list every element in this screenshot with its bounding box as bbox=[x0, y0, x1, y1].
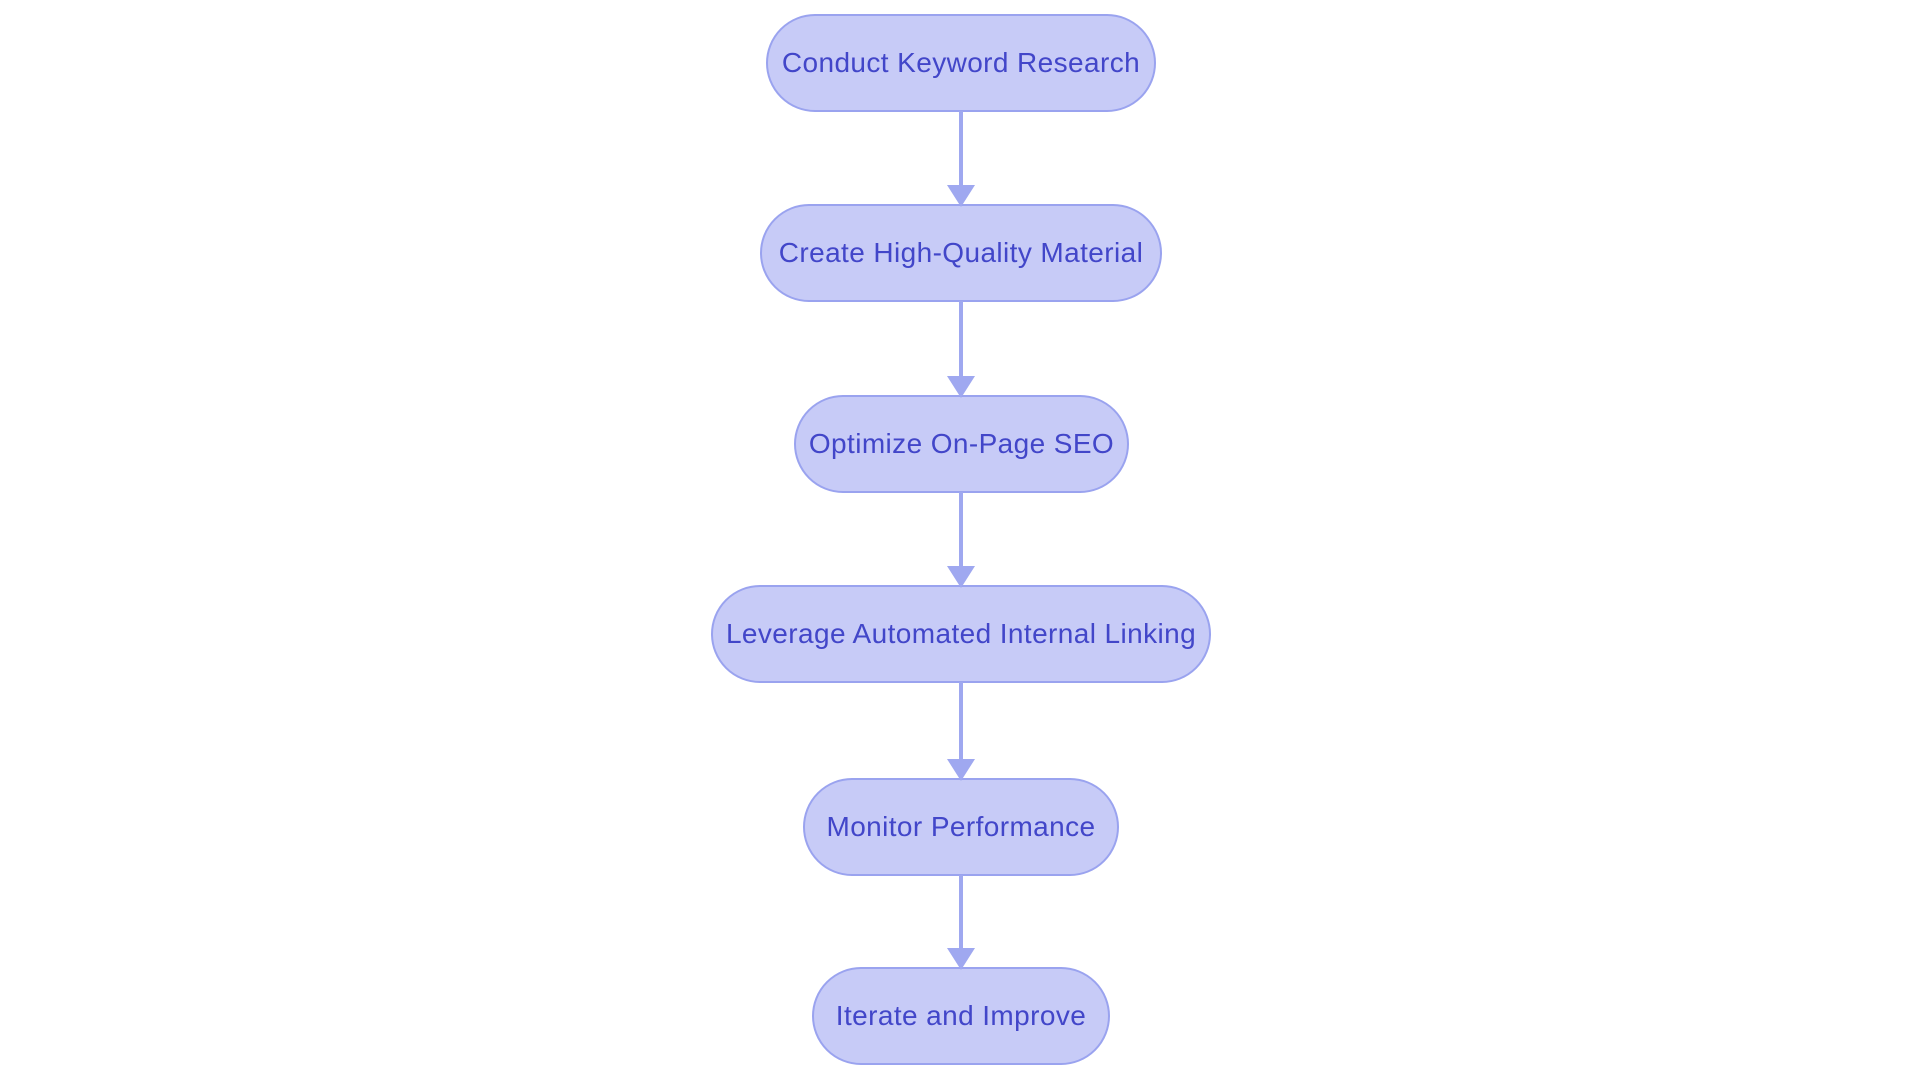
arrowhead-down-icon bbox=[947, 759, 975, 781]
edge-arrow-n5-n6 bbox=[947, 875, 975, 970]
edge-line bbox=[959, 301, 963, 376]
edge-arrow-n1-n2 bbox=[947, 111, 975, 207]
flow-node-label: Conduct Keyword Research bbox=[781, 47, 1141, 78]
flow-node-label: Create High-Quality Material bbox=[778, 237, 1144, 268]
flow-node-label: Monitor Performance bbox=[826, 811, 1096, 842]
flow-node-monitor-performance: Monitor Performance bbox=[803, 778, 1119, 876]
arrowhead-down-icon bbox=[947, 185, 975, 207]
flow-node-optimize-on-page-seo: Optimize On-Page SEO bbox=[794, 395, 1129, 493]
edge-arrow-n2-n3 bbox=[947, 301, 975, 398]
arrowhead-down-icon bbox=[947, 948, 975, 970]
flow-node-iterate-and-improve: Iterate and Improve bbox=[812, 967, 1110, 1065]
flow-node-leverage-automated-internal-linking: Leverage Automated Internal Linking bbox=[711, 585, 1211, 683]
flow-node-create-high-quality-material: Create High-Quality Material bbox=[760, 204, 1162, 302]
edge-line bbox=[959, 492, 963, 566]
arrowhead-down-icon bbox=[947, 566, 975, 588]
edge-arrow-n4-n5 bbox=[947, 682, 975, 781]
arrowhead-down-icon bbox=[947, 376, 975, 398]
flow-node-label: Iterate and Improve bbox=[835, 1000, 1087, 1031]
edge-line bbox=[959, 875, 963, 948]
flow-node-label: Optimize On-Page SEO bbox=[808, 428, 1115, 459]
edge-line bbox=[959, 682, 963, 759]
flow-node-label: Leverage Automated Internal Linking bbox=[725, 618, 1197, 649]
edge-line bbox=[959, 111, 963, 185]
flow-node-conduct-keyword-research: Conduct Keyword Research bbox=[766, 14, 1156, 112]
edge-arrow-n3-n4 bbox=[947, 492, 975, 588]
